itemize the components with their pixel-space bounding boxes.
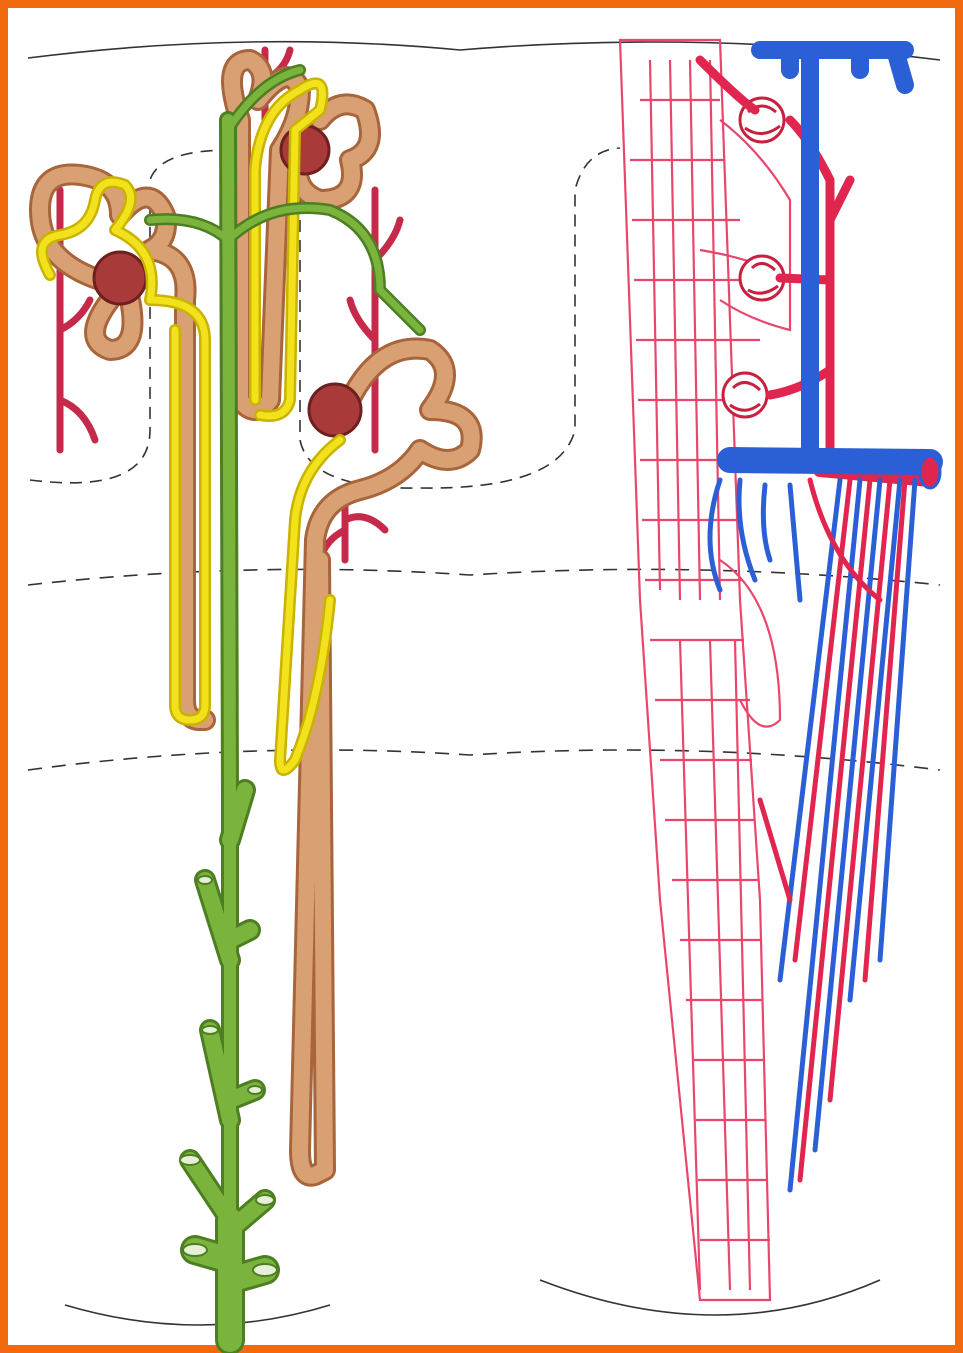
- arcuate-vessel-end: [920, 456, 940, 488]
- glomerulus-1: [94, 252, 146, 304]
- glomerulus-2: [281, 126, 329, 174]
- glomerulus-3: [309, 384, 361, 436]
